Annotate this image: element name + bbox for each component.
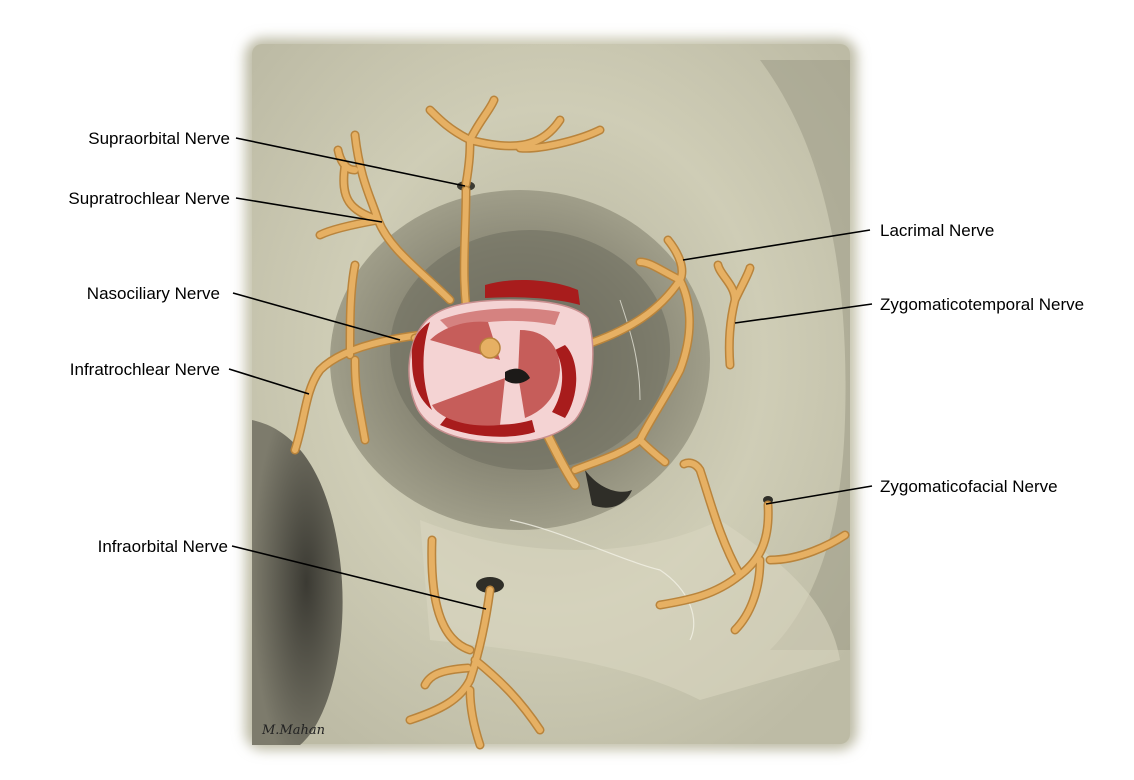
leader-zygomaticofacial bbox=[765, 485, 873, 505]
muscle-belly-right bbox=[518, 330, 560, 418]
nasociliary-ganglion bbox=[479, 337, 501, 359]
label-infraorbital-nerve: Infraorbital Nerve bbox=[98, 537, 228, 556]
label-lacrimal-nerve: Lacrimal Nerve bbox=[880, 221, 994, 240]
nasal-cavity bbox=[252, 420, 343, 745]
optic-canal bbox=[505, 368, 530, 384]
zygomaticofacial-nerve bbox=[655, 458, 850, 635]
supratrochlear-nerve bbox=[315, 130, 455, 305]
muscle-belly-lower-left bbox=[432, 378, 505, 426]
leader-infratrochlear bbox=[228, 368, 310, 395]
inferior-rectus-muscle bbox=[440, 415, 535, 437]
leader-nasociliary bbox=[232, 292, 401, 341]
leader-supratrochlear bbox=[235, 197, 383, 223]
artist-signature: M.Mahan bbox=[261, 723, 325, 738]
leader-infraorbital bbox=[231, 545, 487, 610]
label-supraorbital-nerve: Supraorbital Nerve bbox=[88, 129, 230, 148]
label-zygomaticotemporal-nerve: Zygomaticotemporal Nerve bbox=[880, 295, 1084, 314]
leader-lacrimal bbox=[682, 229, 871, 261]
leader-zygomaticotemporal bbox=[734, 303, 873, 324]
temporal-shadow bbox=[760, 60, 850, 650]
label-supratrochlear-nerve: Supratrochlear Nerve bbox=[68, 189, 230, 208]
superior-levator-muscle bbox=[485, 279, 580, 305]
inferior-orbital-fissure bbox=[585, 470, 632, 508]
lateral-rectus-muscle bbox=[552, 345, 577, 418]
labels: Supraorbital Nerve Supratrochlear Nerve … bbox=[68, 129, 1084, 738]
infraorbital-nerve bbox=[405, 535, 545, 750]
infraorbital-foramen bbox=[476, 577, 504, 593]
lacrimal-nerve bbox=[570, 235, 694, 475]
leader-supraorbital bbox=[235, 137, 466, 187]
leader-lines bbox=[228, 137, 873, 610]
label-nasociliary-nerve: Nasociliary Nerve bbox=[87, 284, 220, 303]
label-infratrochlear-nerve: Infratrochlear Nerve bbox=[70, 360, 220, 379]
infratrochlear-nerve bbox=[290, 260, 425, 455]
annulus-of-zinn bbox=[408, 279, 594, 444]
zygomaticotemporal-nerve bbox=[713, 260, 755, 370]
medial-rectus-muscle bbox=[411, 322, 432, 410]
label-zygomaticofacial-nerve: Zygomaticofacial Nerve bbox=[880, 477, 1058, 496]
